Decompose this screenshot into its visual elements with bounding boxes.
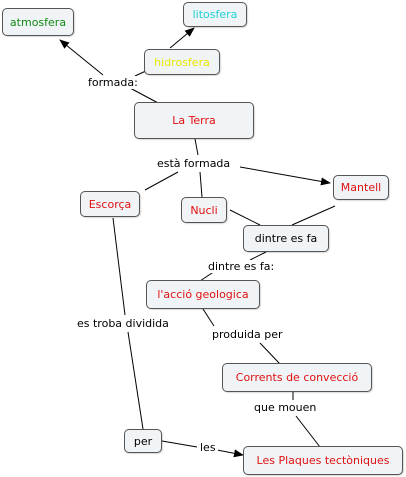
line-per-les: [161, 440, 198, 448]
link-label-dintre-es-fa: dintre es fa:: [206, 260, 277, 273]
line-mouen-plaques: [295, 415, 321, 448]
node-corrents-conveccio[interactable]: Corrents de convecció: [222, 363, 372, 392]
node-accio-geologica[interactable]: l'acció geologica: [146, 280, 260, 309]
node-dintre-es-fa-label: dintre es fa: [254, 232, 318, 245]
line-mantell-dintre: [291, 205, 336, 226]
node-nucli[interactable]: Nucli: [181, 197, 227, 223]
node-dintre-es-fa[interactable]: dintre es fa: [243, 225, 329, 252]
line-esta-escorca: [144, 171, 179, 191]
node-atmosfera-label: atmosfera: [9, 15, 67, 29]
node-atmosfera[interactable]: atmosfera: [2, 8, 74, 36]
line-dividida-per: [127, 331, 144, 430]
node-hidrosfera-label: hidrosfera: [154, 55, 210, 69]
node-plaques-tectoniques[interactable]: Les Plaques tectòniques: [243, 446, 403, 475]
line-nucli-dintre: [229, 209, 261, 226]
node-litosfera-label: litosfera: [192, 8, 238, 21]
line-hidrosfera-litosfera: [169, 27, 195, 49]
line-accio-produida: [202, 308, 215, 327]
link-label-produida-per: produida per: [210, 328, 285, 341]
line-esta-nucli: [199, 171, 203, 198]
node-nucli-label: Nucli: [190, 203, 218, 217]
line-produida-corrents: [259, 342, 281, 365]
link-label-formada: formada:: [86, 76, 140, 89]
node-la-terra[interactable]: La Terra: [134, 102, 254, 139]
line-dintre-label: [249, 251, 267, 261]
node-escorca[interactable]: Escorça: [80, 191, 140, 217]
link-label-que-mouen: que mouen: [252, 401, 319, 414]
link-label-esta-formada: està formada: [155, 157, 233, 170]
node-mantell-label: Mantell: [340, 181, 382, 194]
link-label-les: les: [198, 441, 218, 454]
line-terra-esta-formada: [194, 138, 199, 156]
line-esta-mantell: [239, 166, 331, 186]
line-formada-atmosfera: [59, 39, 104, 76]
node-accio-geologica-label: l'acció geologica: [157, 288, 249, 301]
node-hidrosfera[interactable]: hidrosfera: [144, 49, 220, 75]
line-les-plaques: [216, 449, 244, 458]
node-escorca-label: Escorça: [88, 197, 132, 211]
node-per-label: per: [133, 434, 153, 448]
line-terra-formada: [129, 87, 161, 105]
line-escorca-dividida: [112, 217, 126, 316]
link-label-es-troba-dividida: es troba dividida: [75, 317, 171, 330]
node-plaques-tectoniques-label: Les Plaques tectòniques: [256, 454, 390, 467]
node-la-terra-label: La Terra: [172, 114, 216, 127]
node-per[interactable]: per: [124, 429, 162, 453]
node-mantell[interactable]: Mantell: [333, 175, 389, 200]
node-corrents-conveccio-label: Corrents de convecció: [235, 371, 359, 384]
node-litosfera[interactable]: litosfera: [183, 2, 247, 27]
